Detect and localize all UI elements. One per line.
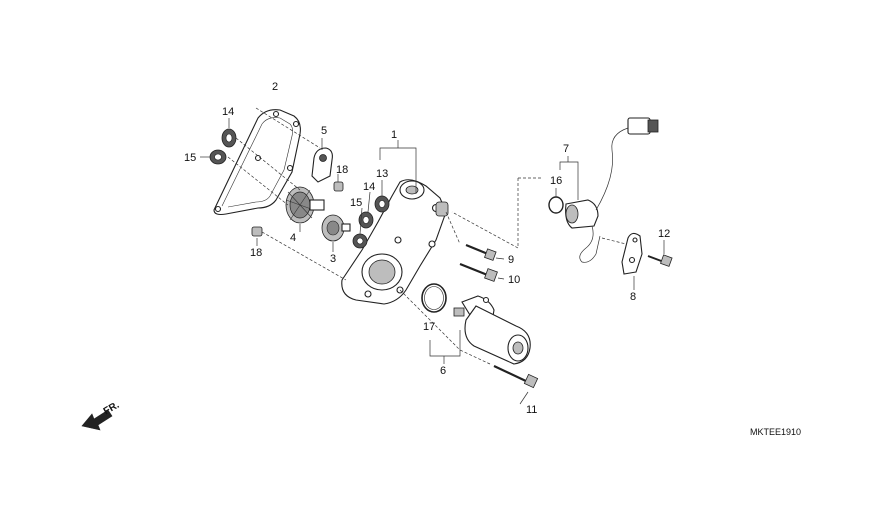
o-ring-17 bbox=[421, 283, 447, 313]
callout-16: 16 bbox=[550, 175, 562, 187]
housing-cover-1 bbox=[341, 179, 447, 305]
callout-2: 2 bbox=[272, 81, 278, 93]
bolt-9 bbox=[465, 243, 497, 261]
gear-4 bbox=[285, 186, 325, 224]
leader-lines bbox=[200, 107, 665, 405]
callout-18-lower: 18 bbox=[250, 247, 262, 259]
angle-sensor-7 bbox=[565, 117, 659, 263]
gear-3 bbox=[321, 214, 351, 242]
housing-dowel bbox=[435, 201, 449, 217]
callout-10: 10 bbox=[508, 274, 520, 286]
callout-1: 1 bbox=[391, 129, 397, 141]
front-direction-arrow: FR. bbox=[81, 400, 122, 431]
bolt-12 bbox=[647, 254, 673, 267]
callout-8: 8 bbox=[630, 291, 636, 303]
callout-6: 6 bbox=[440, 365, 446, 377]
dowel-pin-upper bbox=[333, 181, 344, 192]
callout-15-left: 15 bbox=[184, 152, 196, 164]
callout-7: 7 bbox=[563, 143, 569, 155]
callout-15-center: 15 bbox=[350, 197, 362, 209]
o-ring-16 bbox=[548, 196, 564, 214]
callout-13: 13 bbox=[376, 168, 388, 180]
bracket-8 bbox=[621, 232, 643, 275]
callout-17: 17 bbox=[423, 321, 435, 333]
callout-3: 3 bbox=[330, 253, 336, 265]
callout-5: 5 bbox=[321, 125, 327, 137]
callout-11: 11 bbox=[526, 404, 537, 416]
dowel-pin-lower bbox=[251, 226, 263, 237]
gasket-part bbox=[213, 109, 301, 216]
shift-arm-5 bbox=[311, 147, 333, 183]
callout-14-left: 14 bbox=[222, 106, 234, 118]
bearing-left bbox=[221, 128, 237, 148]
callout-labels: 2 14 15 5 1 18 13 14 15 4 3 18 7 16 9 10… bbox=[184, 81, 670, 416]
bearing-center-13 bbox=[374, 195, 390, 213]
shift-motor-6 bbox=[453, 295, 531, 365]
callout-4: 4 bbox=[290, 232, 296, 244]
callout-18-upper: 18 bbox=[336, 164, 348, 176]
bolt-10 bbox=[459, 262, 498, 282]
front-indicator-label: FR. bbox=[102, 400, 122, 418]
oil-seal-center-15 bbox=[352, 233, 368, 249]
drawing-code: MKTEE1910 bbox=[750, 427, 801, 437]
callout-14-center: 14 bbox=[363, 181, 375, 193]
bearing-center-14 bbox=[358, 211, 374, 229]
bolt-11 bbox=[493, 365, 539, 389]
oil-seal-left bbox=[209, 149, 227, 165]
callout-12: 12 bbox=[658, 228, 670, 240]
callout-9: 9 bbox=[508, 254, 514, 266]
